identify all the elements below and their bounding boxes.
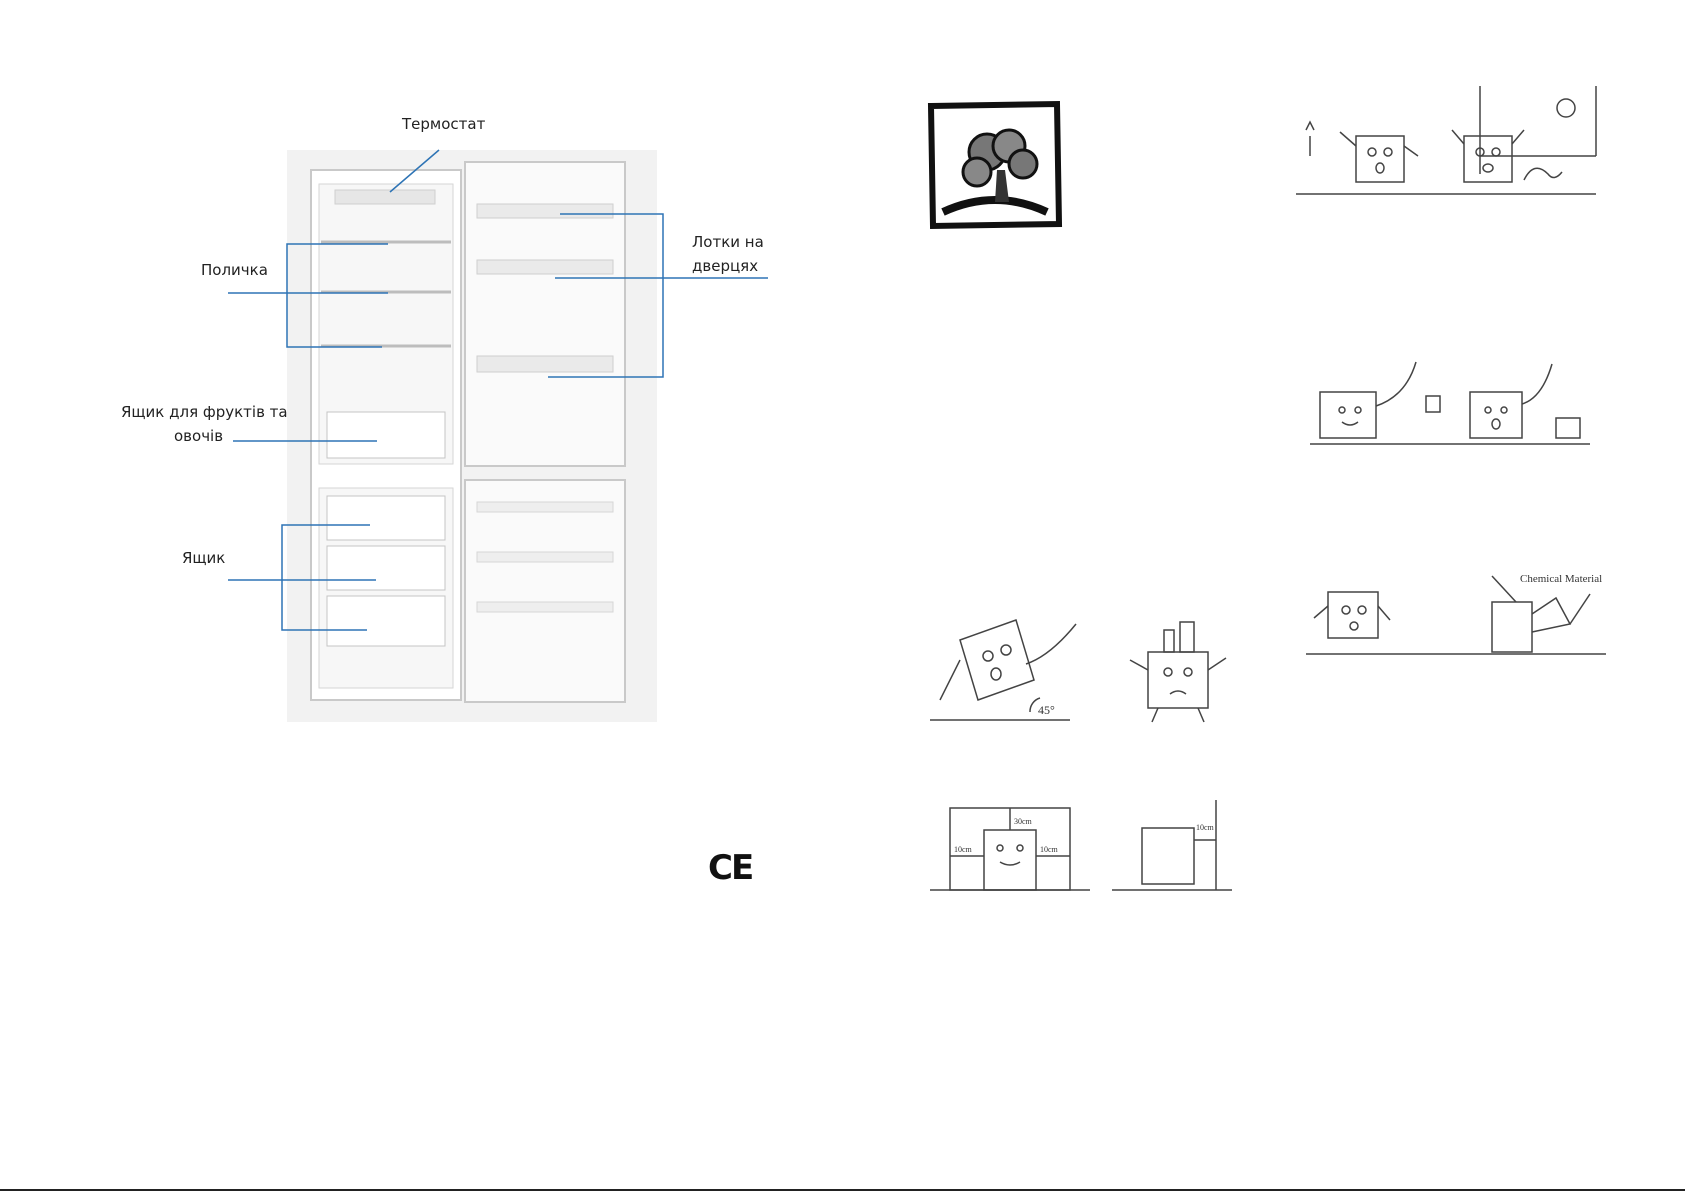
illustration-overload <box>1114 618 1244 728</box>
clearance-back-label: 10cm <box>1196 823 1215 832</box>
ce-mark: CE <box>708 848 752 888</box>
illustration-plug <box>1310 356 1590 456</box>
clearance-right-label: 10cm <box>1040 845 1059 854</box>
clearance-left-label: 10cm <box>954 845 973 854</box>
illustration-clearance-side: 10cm <box>1112 800 1232 900</box>
illustration-chemical: Chemical Material <box>1306 562 1606 672</box>
tilt-angle-label: 45° <box>1038 703 1055 717</box>
clearance-top-label: 30cm <box>1014 817 1033 826</box>
chemical-label: Chemical Material <box>1520 573 1602 585</box>
illustration-clearance-front: 30cm 10cm 10cm <box>930 800 1090 900</box>
illustration-tilt: 45° <box>930 620 1090 730</box>
illustration-heat-water <box>1296 86 1596 206</box>
tree-icon <box>925 100 1065 230</box>
